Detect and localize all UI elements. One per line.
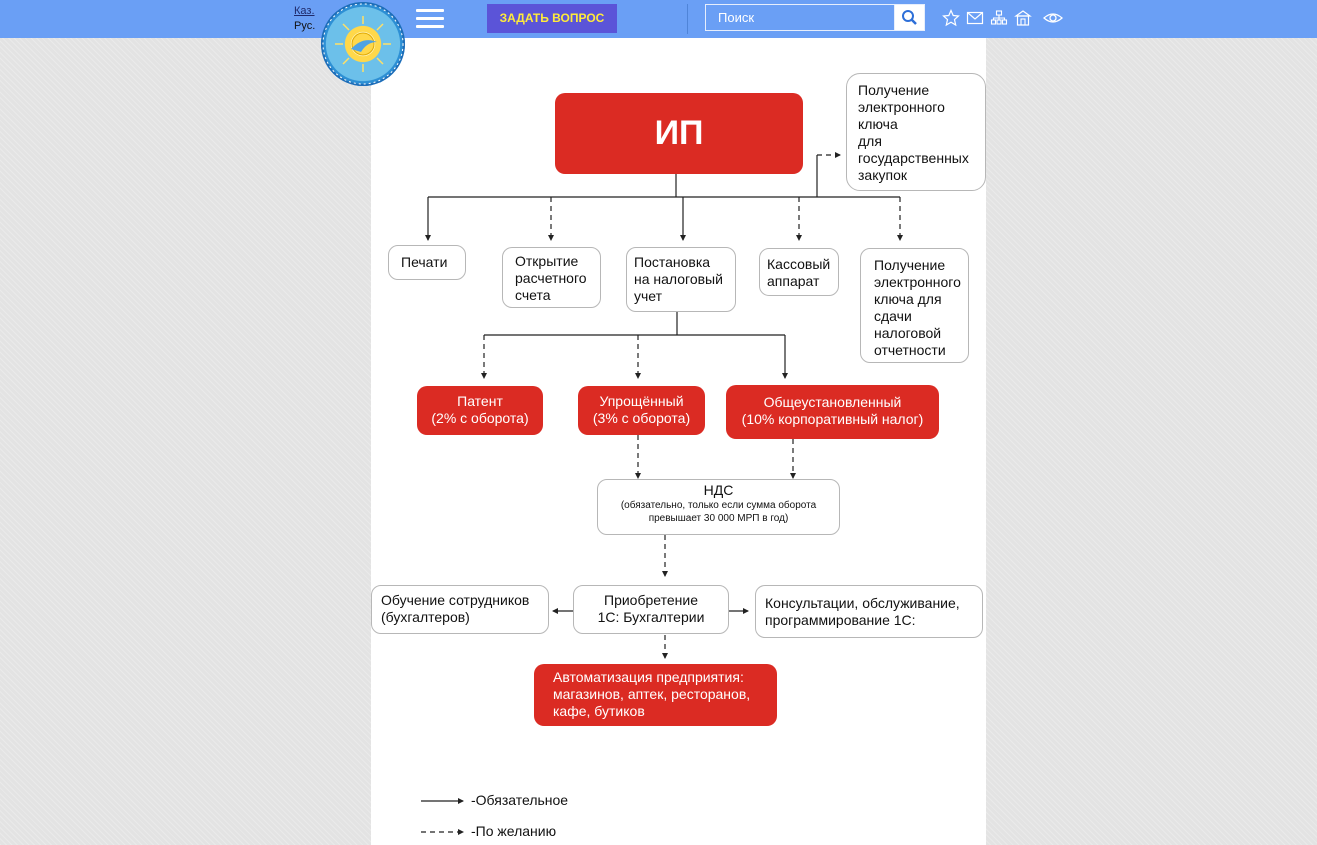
automation-line: кафе, бутиков: [553, 703, 645, 719]
search-icon: [902, 10, 917, 25]
vat-title: НДС: [703, 482, 734, 498]
header-divider: [687, 4, 688, 34]
tax-key-line: Получение: [874, 257, 946, 273]
purchase-1c-box: Приобретение 1С: Бухгалтерии: [573, 585, 729, 634]
general-regime-line: (10% корпоративный налог): [741, 411, 924, 427]
training-line: (бухгалтеров): [381, 609, 470, 625]
legend-mandatory-label: -Обязательное: [471, 792, 569, 808]
print-label: Печати: [401, 254, 448, 270]
content-panel: ИП Получение электронного ключа для госу…: [371, 38, 986, 845]
tax-key-line: отчетности: [874, 342, 946, 358]
search-button[interactable]: [894, 5, 924, 30]
training-box: Обучение сотрудников (бухгалтеров): [371, 585, 549, 634]
tax-key-line: сдачи: [874, 308, 912, 324]
egov-key-line: ключа: [858, 116, 898, 132]
menu-icon[interactable]: [416, 9, 444, 29]
automation-line: магазинов, аптек, ресторанов,: [553, 686, 751, 702]
automation-box: Автоматизация предприятия: магазинов, ап…: [534, 664, 777, 726]
purchase-1c-line: Приобретение: [604, 592, 698, 608]
star-icon[interactable]: [942, 9, 960, 27]
vat-note-line: превышает 30 000 МРП в год): [648, 513, 789, 524]
language-russian-link[interactable]: Рус.: [294, 20, 316, 32]
vat-box: НДС (обязательно, только если сумма обор…: [597, 479, 840, 535]
general-regime-box: Общеустановленный (10% корпоративный нал…: [726, 385, 939, 439]
egov-key-line: закупок: [858, 167, 907, 183]
simplified-line: Упрощённый: [599, 393, 684, 409]
tax-key-line: налоговой: [874, 325, 942, 341]
bank-account-line: счета: [515, 287, 551, 303]
home-icon[interactable]: [1014, 9, 1032, 27]
search-box: [705, 4, 925, 31]
cash-register-line: аппарат: [767, 273, 820, 289]
ip-box: ИП: [555, 93, 803, 174]
language-switcher: Каз. Рус.: [294, 4, 315, 34]
flowchart-connectors: [421, 152, 903, 835]
mail-icon[interactable]: [966, 9, 984, 27]
sitemap-icon[interactable]: [990, 9, 1008, 27]
tax-registration-box: Постановка на налоговый учет: [626, 247, 736, 312]
emblem-icon: [322, 3, 404, 85]
egov-key-line: электронного: [858, 99, 945, 115]
vat-note-line: (обязательно, только если сумма оборота: [620, 500, 817, 511]
general-regime-line: Общеустановленный: [763, 394, 902, 410]
consulting-line: Консультации, обслуживание,: [765, 595, 960, 611]
bank-account-line: Открытие: [515, 253, 579, 269]
purchase-1c-line: 1С: Бухгалтерии: [597, 609, 705, 625]
site-logo[interactable]: [321, 2, 405, 86]
consulting-line: программирование 1С:: [765, 612, 916, 628]
patent-line: (2% с оборота): [431, 410, 529, 426]
print-box: Печати: [388, 245, 466, 280]
legend-optional: -По желанию: [471, 823, 556, 839]
automation-line: Автоматизация предприятия:: [553, 669, 744, 685]
tax-key-line: ключа для: [874, 291, 942, 307]
egov-key-line: для: [858, 133, 882, 149]
bank-account-box: Открытие расчетного счета: [502, 247, 601, 308]
ip-label: ИП: [654, 114, 704, 152]
bank-account-line: расчетного: [515, 270, 587, 286]
egov-key-line: Получение: [858, 82, 930, 98]
search-input[interactable]: [706, 5, 896, 30]
simplified-line: (3% с оборота): [592, 410, 691, 426]
legend-optional-label: -По желанию: [471, 823, 557, 839]
language-kazakh-link[interactable]: Каз.: [294, 5, 315, 17]
cash-register-box: Кассовый аппарат: [759, 248, 839, 296]
eye-icon[interactable]: [1042, 9, 1064, 27]
cash-register-line: Кассовый: [767, 256, 831, 272]
ask-question-button[interactable]: ЗАДАТЬ ВОПРОС: [487, 4, 617, 33]
tax-registration-line: на налоговый: [634, 271, 723, 287]
simplified-box: Упрощённый (3% с оборота): [578, 386, 705, 435]
tax-registration-line: Постановка: [634, 254, 711, 270]
legend-mandatory: -Обязательное: [471, 792, 568, 808]
tax-key-box: Получение электронного ключа для сдачи н…: [860, 248, 969, 363]
training-line: Обучение сотрудников: [381, 592, 530, 608]
tax-registration-line: учет: [634, 288, 663, 304]
tax-key-line: электронного: [874, 274, 961, 290]
consulting-box: Консультации, обслуживание, программиров…: [755, 585, 983, 638]
egov-key-box: Получение электронного ключа для государ…: [846, 73, 986, 191]
patent-box: Патент (2% с оборота): [417, 386, 543, 435]
egov-key-line: государственных: [858, 150, 969, 166]
top-navigation-bar: Каз. Рус. ЗАДАТЬ ВОПРОС: [0, 0, 1317, 38]
patent-line: Патент: [457, 393, 503, 409]
